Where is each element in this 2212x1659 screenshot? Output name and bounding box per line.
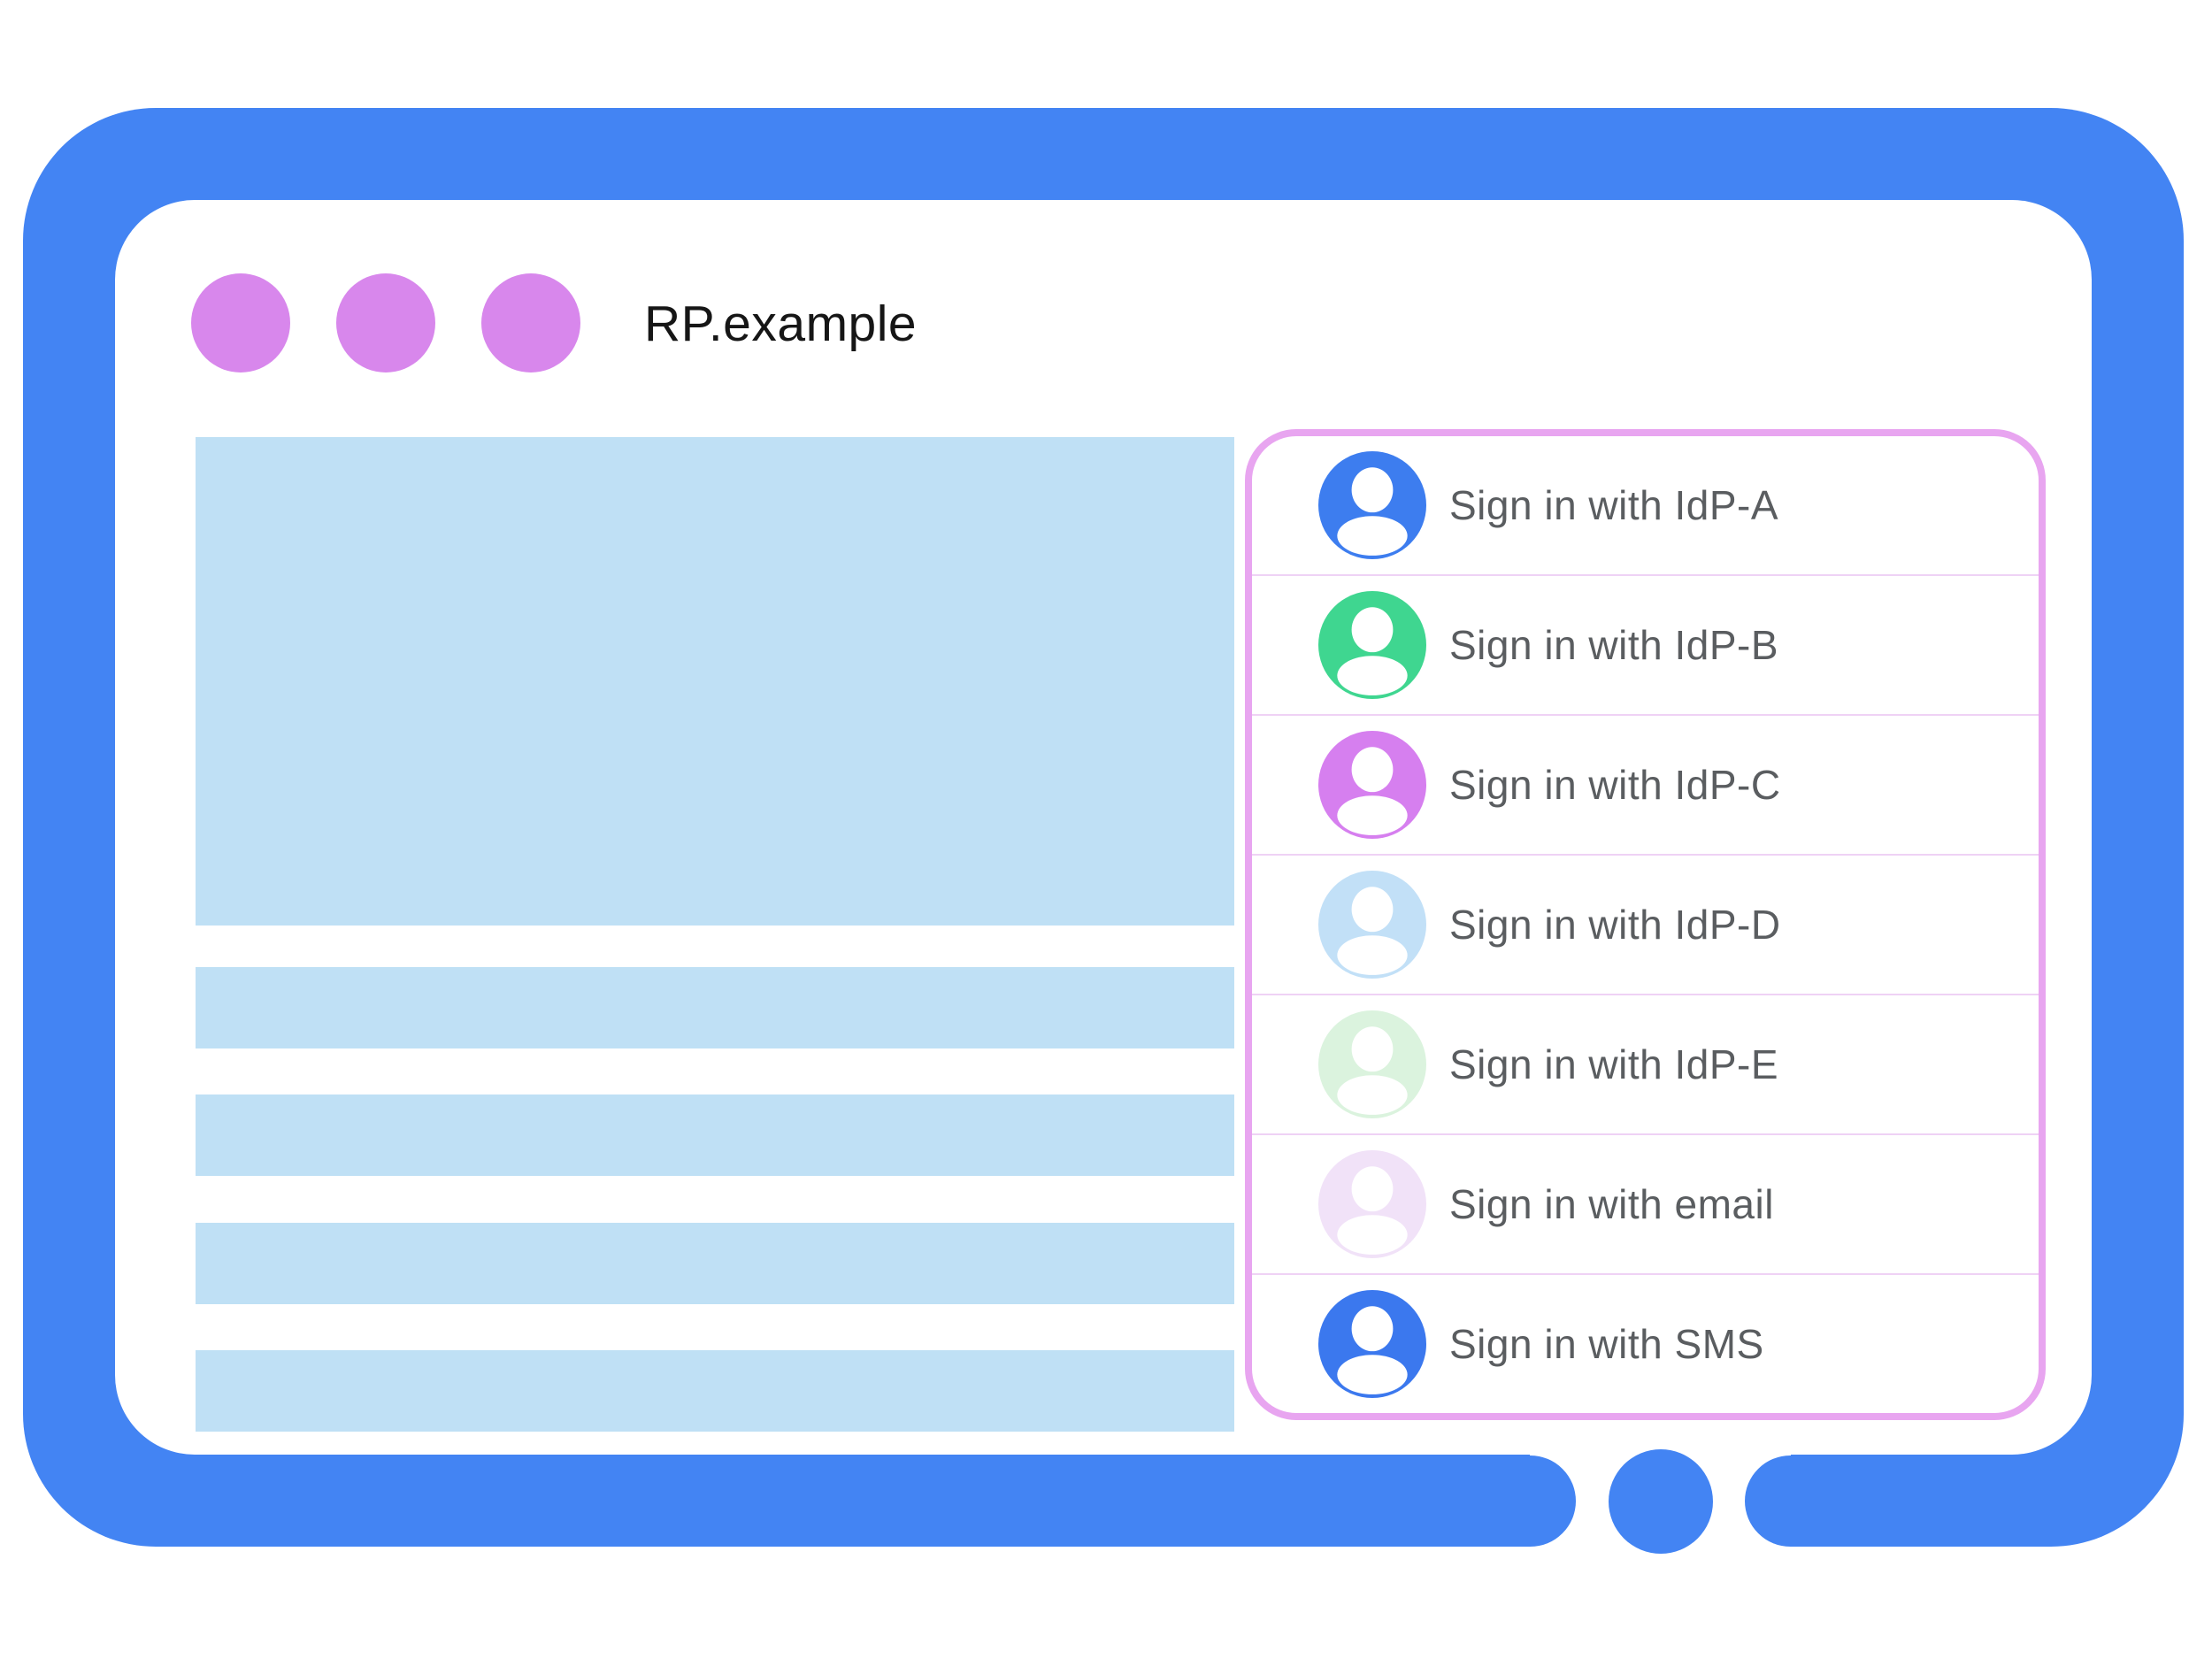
signin-option-label: Sign in with email — [1449, 1181, 1774, 1227]
sign-in-with-email[interactable]: Sign in with email — [1252, 1133, 2039, 1273]
signin-option-label: Sign in with IdP-C — [1449, 762, 1781, 808]
signin-option-label: Sign in with SMS — [1449, 1321, 1764, 1367]
signin-option-label: Sign in with IdP-B — [1449, 622, 1779, 668]
content-placeholder-line — [196, 1094, 1234, 1177]
sign-in-with-idp-e[interactable]: Sign in with IdP-E — [1252, 994, 2039, 1133]
frame-bottom-bar-cap-right — [1745, 1455, 1842, 1547]
user-avatar-icon — [1318, 871, 1426, 979]
signin-option-label: Sign in with IdP-D — [1449, 902, 1781, 948]
user-avatar-icon — [1318, 591, 1426, 699]
window-control-dot[interactable] — [336, 273, 435, 373]
user-avatar-icon — [1318, 451, 1426, 559]
signin-option-label: Sign in with IdP-A — [1449, 482, 1779, 528]
sign-in-with-sms[interactable]: Sign in with SMS — [1252, 1273, 2039, 1413]
home-button[interactable] — [1609, 1449, 1713, 1554]
user-avatar-icon — [1318, 1150, 1426, 1258]
user-avatar-icon — [1318, 1010, 1426, 1118]
sign-in-with-idp-c[interactable]: Sign in with IdP-C — [1252, 714, 2039, 854]
content-placeholder-line — [196, 1349, 1234, 1432]
window-title: RP.example — [644, 296, 918, 352]
frame-bottom-bar-cap-left — [1479, 1455, 1576, 1547]
content-placeholder-line — [196, 967, 1234, 1048]
sign-in-with-idp-d[interactable]: Sign in with IdP-D — [1252, 854, 2039, 994]
user-avatar-icon — [1318, 1290, 1426, 1398]
user-avatar-icon — [1318, 731, 1426, 839]
window-controls — [191, 273, 580, 373]
content-placeholder-hero — [196, 437, 1234, 926]
sign-in-with-idp-a[interactable]: Sign in with IdP-A — [1252, 436, 2039, 574]
content-placeholder-lines — [196, 967, 1234, 1432]
window-control-dot[interactable] — [481, 273, 580, 373]
signin-option-label: Sign in with IdP-E — [1449, 1041, 1779, 1087]
sign-in-with-idp-b[interactable]: Sign in with IdP-B — [1252, 574, 2039, 714]
signin-dialog: Sign in with IdP-A Sign in with IdP-B Si… — [1245, 429, 2046, 1420]
window-control-dot[interactable] — [191, 273, 290, 373]
content-placeholder-line — [196, 1222, 1234, 1304]
